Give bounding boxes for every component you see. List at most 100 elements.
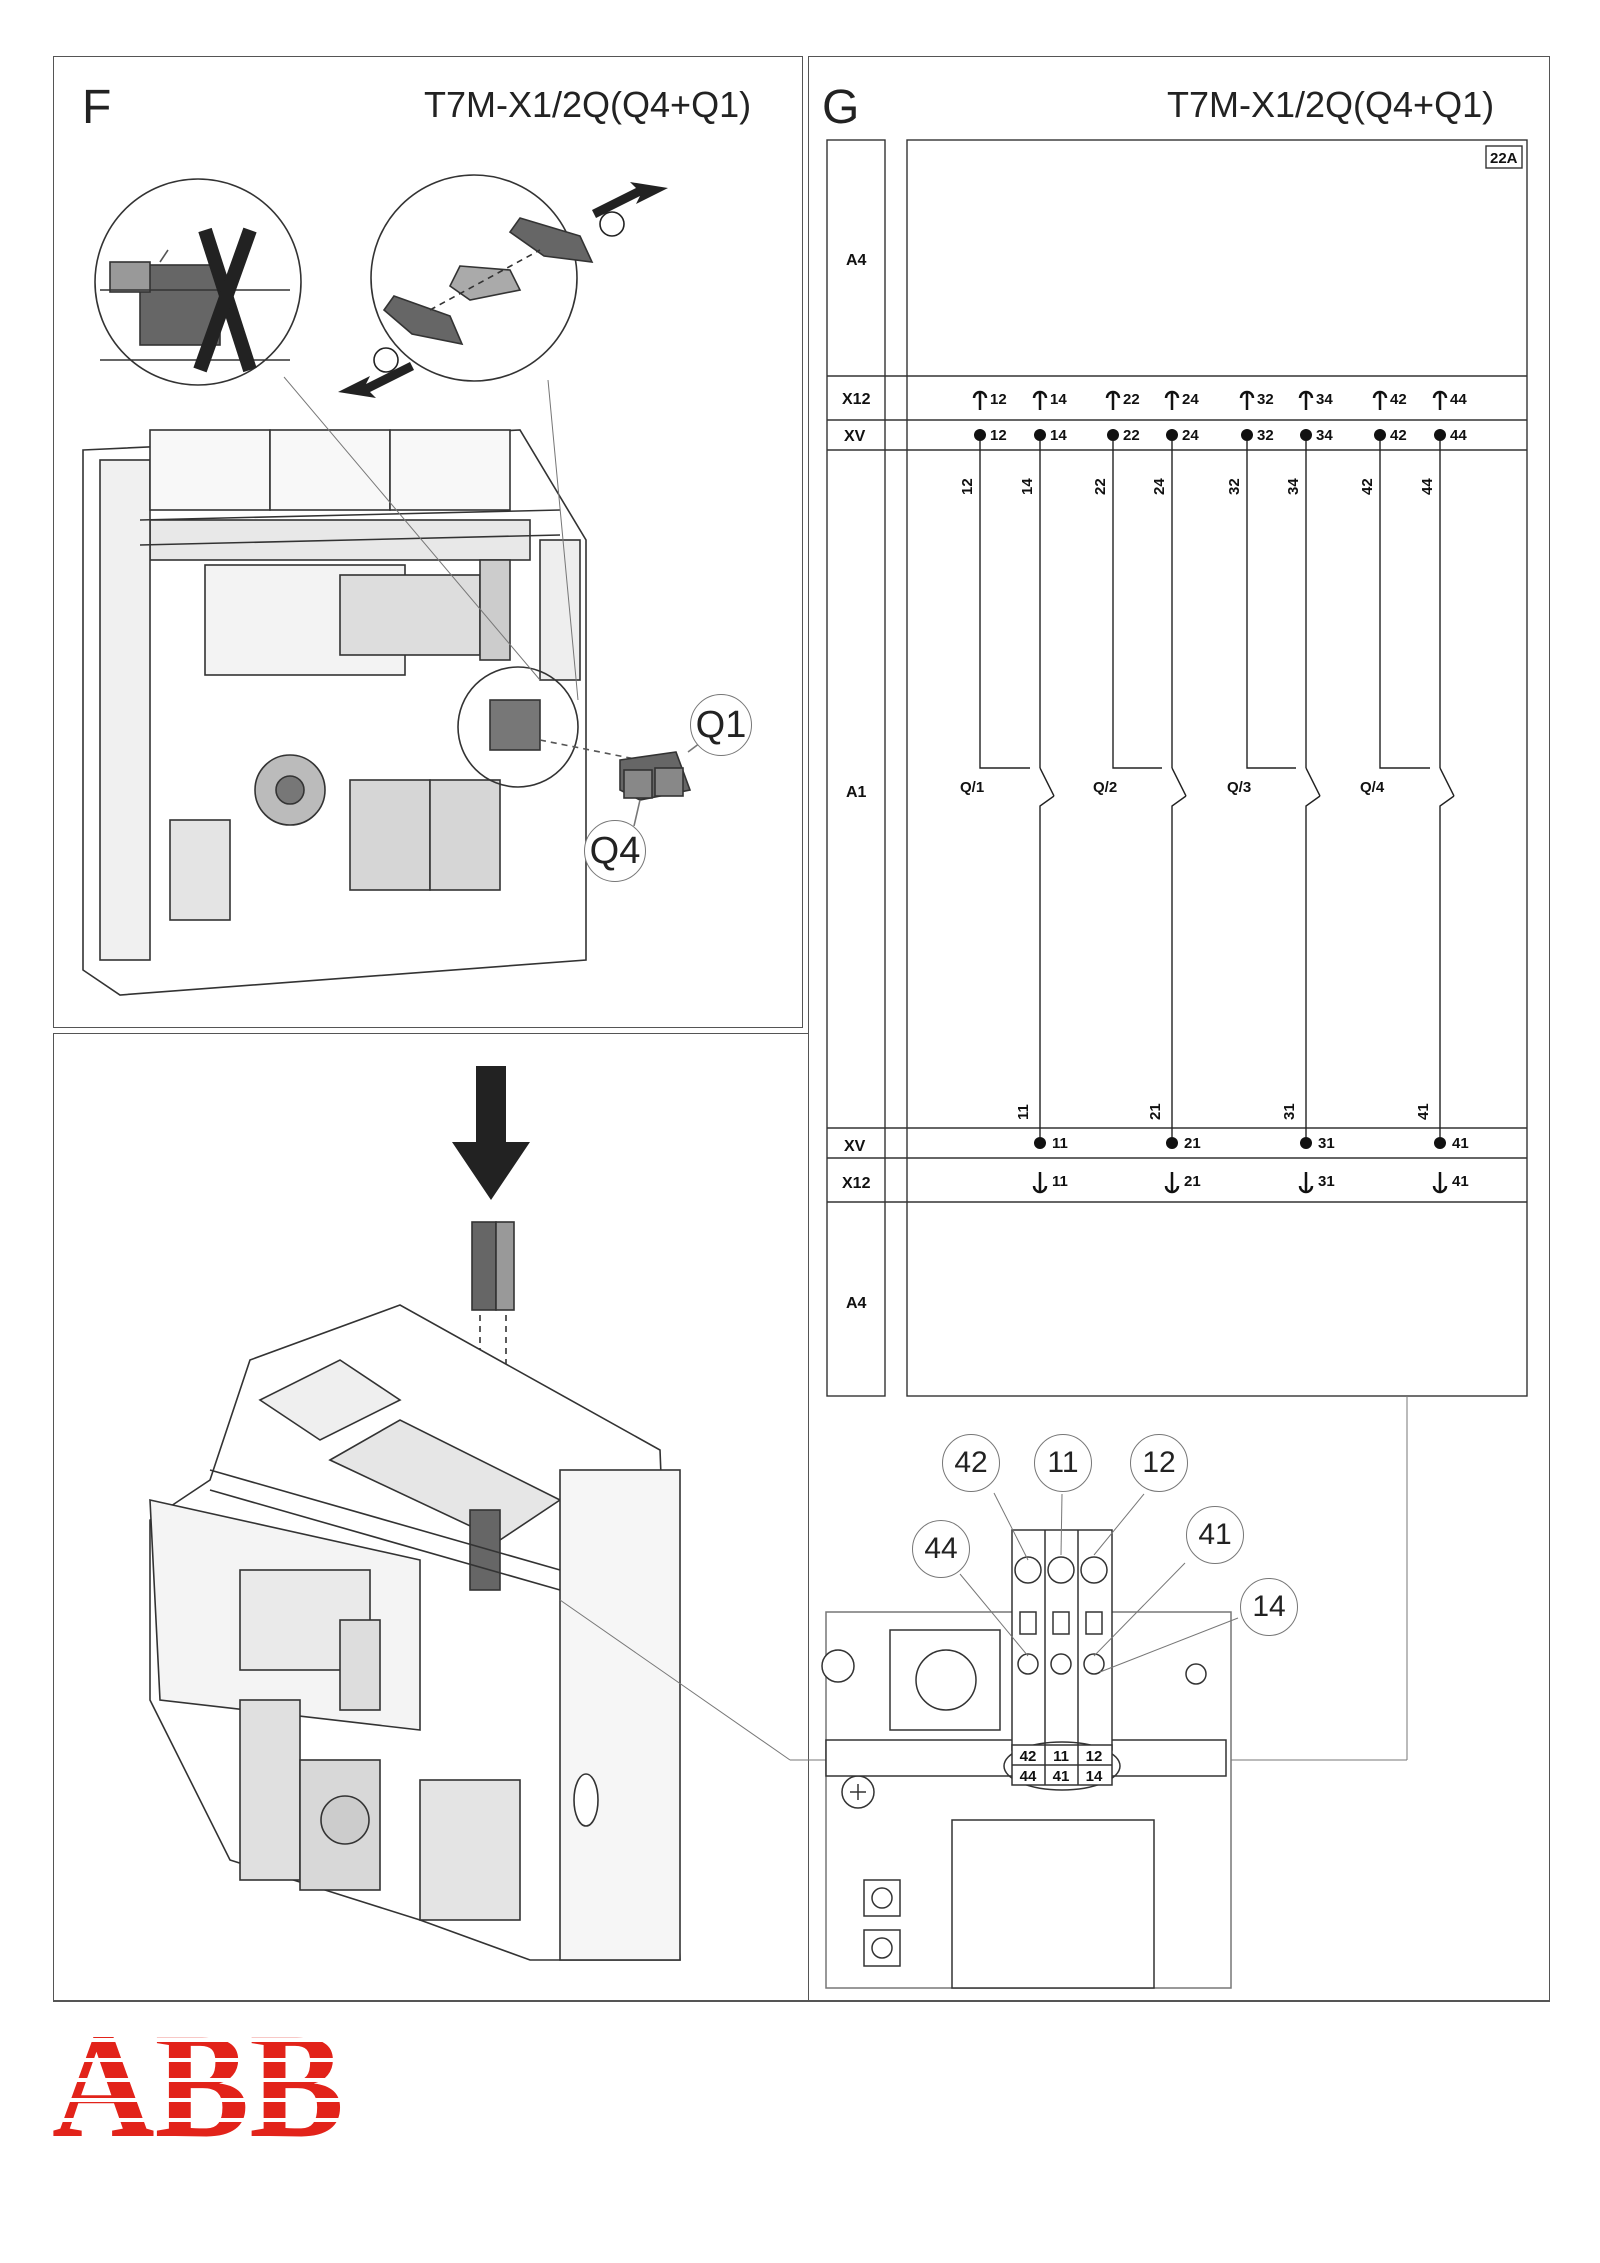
terminal-callout-42: 42	[942, 1434, 1000, 1492]
xv-top-label-44: 44	[1450, 427, 1467, 444]
x12-top-label-12: 12	[990, 391, 1007, 408]
terminal-callout-44: 44	[912, 1520, 970, 1578]
xv-top-label-42: 42	[1390, 427, 1407, 444]
panel-f-letter: F	[82, 81, 112, 134]
xv-top-dot-14	[1034, 429, 1046, 441]
wire-label-31: 31	[1281, 1103, 1298, 1120]
xv-top-label-12: 12	[990, 427, 1007, 444]
x12-top-label-34: 34	[1316, 391, 1333, 408]
panel-bottom-frame	[53, 1033, 808, 2002]
xv-top-dot-44	[1434, 429, 1446, 441]
wire-common-2	[1171, 795, 1187, 1137]
xv-top-dot-42	[1374, 429, 1386, 441]
wire-common-4	[1439, 795, 1455, 1137]
wire-label-41: 41	[1415, 1103, 1432, 1120]
row-label-x12-top: X12	[842, 391, 871, 408]
wire-label-42: 42	[1359, 478, 1376, 495]
xv-top-label-32: 32	[1257, 427, 1274, 444]
switch-blade-4	[1439, 767, 1455, 797]
wire-label-22: 22	[1092, 478, 1109, 495]
x12-bottom-terminal-11	[1032, 1172, 1048, 1194]
block-bottom-label-41: 41	[1053, 1768, 1070, 1785]
block-bottom-label-44: 44	[1020, 1768, 1037, 1785]
xv-bottom-label-11: 11	[1052, 1135, 1068, 1152]
switch-blade-1	[1039, 767, 1055, 797]
wire-nc-3	[1246, 441, 1296, 769]
xv-bottom-dot-31	[1300, 1137, 1312, 1149]
terminal-callout-14: 14	[1240, 1578, 1298, 1636]
xv-top-label-34: 34	[1316, 427, 1333, 444]
contact-label-2: Q/2	[1093, 779, 1117, 796]
x12-bottom-label-21: 21	[1184, 1173, 1201, 1190]
row-label-xv-bottom: XV	[844, 1138, 866, 1155]
x12-bottom-terminal-21	[1164, 1172, 1180, 1194]
panel-g-letter: G	[822, 81, 860, 134]
xv-top-dot-22	[1107, 429, 1119, 441]
xv-bottom-label-31: 31	[1318, 1135, 1335, 1152]
xv-bottom-dot-11	[1034, 1137, 1046, 1149]
x12-top-terminal-32	[1239, 390, 1255, 410]
xv-top-dot-32	[1241, 429, 1253, 441]
wire-common-3	[1305, 795, 1321, 1137]
block-top-label-12: 12	[1086, 1748, 1103, 1765]
block-top-label-11: 11	[1053, 1748, 1069, 1765]
x12-bottom-terminal-41	[1432, 1172, 1448, 1194]
terminal-callout-12: 12	[1130, 1434, 1188, 1492]
xv-bottom-label-41: 41	[1452, 1135, 1469, 1152]
callout-q4: Q4	[584, 820, 646, 882]
wire-nc-2	[1112, 441, 1162, 769]
abb-logo-text: ABB	[52, 2003, 344, 2169]
row-label-a1: A1	[846, 784, 867, 801]
x12-top-label-14: 14	[1050, 391, 1067, 408]
x12-top-label-44: 44	[1450, 391, 1467, 408]
xv-top-label-24: 24	[1182, 427, 1199, 444]
wire-label-24: 24	[1151, 478, 1168, 495]
xv-top-label-22: 22	[1123, 427, 1140, 444]
switch-blade-2	[1171, 767, 1187, 797]
wire-common-1	[1039, 795, 1055, 1137]
x12-top-terminal-24	[1164, 390, 1180, 410]
terminal-callout-41: 41	[1186, 1506, 1244, 1564]
block-top-label-42: 42	[1020, 1748, 1037, 1765]
x12-top-terminal-42	[1372, 390, 1388, 410]
terminal-callout-11: 11	[1034, 1434, 1092, 1492]
switch-blade-3	[1305, 767, 1321, 797]
wire-label-32: 32	[1226, 478, 1243, 495]
contact-label-4: Q/4	[1360, 779, 1385, 796]
panel-g-model: T7M-X1/2Q(Q4+Q1)	[1167, 84, 1495, 125]
contact-label-1: Q/1	[960, 779, 984, 796]
outer-bottom-line	[53, 2000, 1550, 2002]
row-label-a4-top: A4	[846, 252, 867, 269]
row-label-xv-top: XV	[844, 428, 866, 445]
xv-bottom-dot-41	[1434, 1137, 1446, 1149]
xv-top-label-14: 14	[1050, 427, 1067, 444]
wire-label-34: 34	[1285, 478, 1302, 495]
x12-bottom-label-11: 11	[1052, 1173, 1068, 1190]
x12-top-terminal-44	[1432, 390, 1448, 410]
wire-label-14: 14	[1019, 478, 1036, 495]
contact-label-3: Q/3	[1227, 779, 1251, 796]
xv-top-dot-12	[974, 429, 986, 441]
row-label-x12-bottom: X12	[842, 1175, 871, 1192]
wire-label-44: 44	[1419, 478, 1436, 495]
xv-bottom-dot-21	[1166, 1137, 1178, 1149]
callout-q1: Q1	[690, 694, 752, 756]
wire-label-11: 11	[1015, 1104, 1032, 1120]
x12-bottom-label-41: 41	[1452, 1173, 1469, 1190]
x12-top-terminal-14	[1032, 390, 1048, 410]
x12-bottom-label-31: 31	[1318, 1173, 1335, 1190]
wire-nc-4	[1379, 441, 1430, 769]
x12-top-label-22: 22	[1123, 391, 1140, 408]
x12-bottom-terminal-31	[1298, 1172, 1314, 1194]
wire-label-21: 21	[1147, 1103, 1164, 1120]
xv-top-dot-24	[1166, 429, 1178, 441]
x12-top-terminal-12	[972, 390, 988, 410]
panel-f-model: T7M-X1/2Q(Q4+Q1)	[424, 84, 752, 125]
x12-top-terminal-22	[1105, 390, 1121, 410]
wire-nc-1	[979, 441, 1030, 769]
